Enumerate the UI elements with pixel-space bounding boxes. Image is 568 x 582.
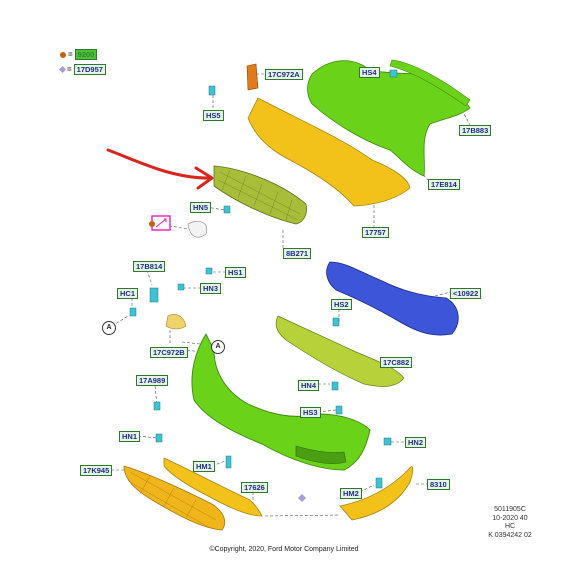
callout-17A989[interactable]: 17A989: [136, 375, 169, 386]
orange-dot-icon: [60, 51, 66, 58]
upper-grille: [213, 165, 307, 225]
callout-8310[interactable]: 8310: [427, 479, 450, 490]
diamond-icon: [58, 65, 67, 74]
upper-support-bracket: [307, 60, 471, 177]
tow-eye-cover: [187, 221, 208, 238]
legend-code-2: 17D957: [73, 64, 106, 75]
copyright-notice: ©Copyright, 2020, Ford Motor Company Lim…: [209, 546, 359, 553]
callout-HN3[interactable]: HN3: [200, 283, 222, 294]
callout-10922[interactable]: <10922: [450, 288, 482, 299]
callout-HM2[interactable]: HM2: [340, 488, 362, 499]
callout-HN5[interactable]: HN5: [190, 202, 212, 213]
callout-HS4[interactable]: HS4: [359, 67, 380, 78]
info-line-1: 5011905C: [494, 506, 526, 513]
callout-8B271[interactable]: 8B271: [283, 248, 312, 259]
legend-item-diamond: = 17D957: [58, 64, 106, 75]
left-bracket: [165, 314, 187, 330]
info-line-4: K 0394242 02: [488, 531, 532, 539]
energy-absorber: [275, 315, 405, 387]
callout-HN1[interactable]: HN1: [119, 431, 141, 442]
callout-17E814[interactable]: 17E814: [428, 179, 460, 190]
left-lower-trim: [163, 457, 263, 517]
callout-17C972A[interactable]: 17C972A: [265, 69, 303, 80]
callout-17B814[interactable]: 17B814: [133, 261, 166, 272]
callout-HC1[interactable]: HC1: [117, 288, 139, 299]
upper-bumper-reinforcement: [247, 97, 411, 207]
callout-HS5[interactable]: HS5: [203, 110, 224, 121]
orange-bracket: [246, 63, 259, 91]
bumper-reinforcement-beam: [326, 261, 459, 336]
callout-HM1[interactable]: HM1: [193, 461, 215, 472]
callout-17757[interactable]: 17757: [362, 227, 389, 238]
callout-17626[interactable]: 17626: [241, 482, 268, 493]
upper-support-arm: [389, 59, 471, 107]
callout-HS1[interactable]: HS1: [225, 267, 246, 278]
callout-17C882[interactable]: 17C882: [380, 357, 413, 368]
callout-17B883[interactable]: 17B883: [459, 125, 492, 136]
callout-17C972B[interactable]: 17C972B: [150, 347, 188, 358]
callout-HS3[interactable]: HS3: [300, 407, 321, 418]
callout-HS2[interactable]: HS2: [331, 299, 352, 310]
reference-marker-a-right: A: [211, 340, 225, 354]
upper-grille-mesh: [217, 169, 301, 221]
callout-HN2[interactable]: HN2: [405, 437, 427, 448]
legend-item-clip: = 9200: [60, 49, 98, 60]
red-pointer-arrow: [106, 148, 210, 180]
right-lower-trim: [339, 466, 414, 521]
callout-17K945[interactable]: 17K945: [80, 465, 113, 476]
reference-marker-a-left: A: [102, 321, 116, 335]
lower-grille: [123, 465, 226, 531]
drawing-info-block: 5011905C 10-2020 40 HC K 0394242 02: [470, 506, 550, 540]
fastener-clips: [129, 69, 398, 489]
front-bumper-cover: [191, 333, 371, 471]
lower-grille-mesh: [129, 471, 217, 529]
info-line-2: 10-2020 40: [492, 514, 528, 522]
info-line-3: HC: [504, 523, 516, 530]
callout-HN4[interactable]: HN4: [298, 380, 320, 391]
legend-code-1: 9200: [74, 49, 98, 60]
